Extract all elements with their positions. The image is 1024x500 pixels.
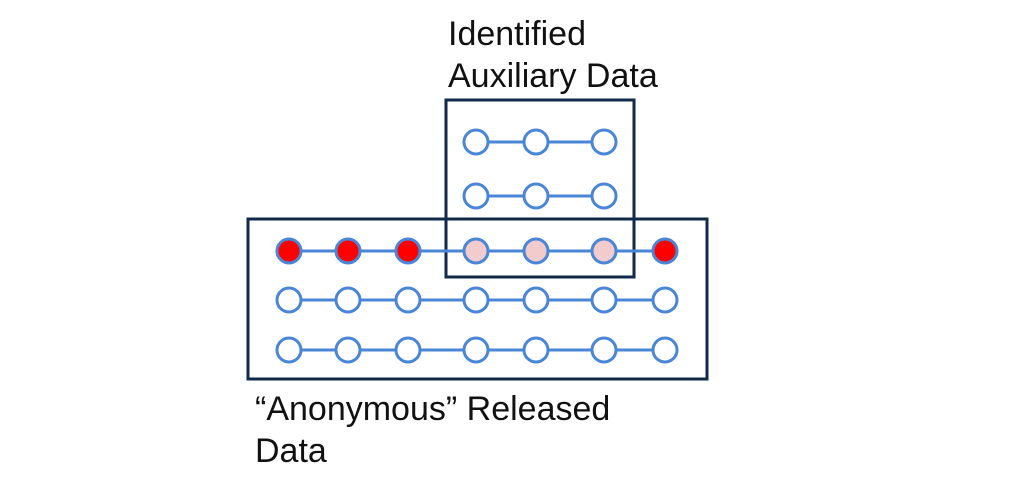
released-node-red [651, 237, 679, 265]
released-node-pink [522, 237, 550, 265]
auxiliary-node-empty [462, 182, 490, 210]
released-node-empty [522, 286, 550, 314]
released-node-empty [590, 286, 618, 314]
auxiliary-data-label-line2: Auxiliary Data [448, 57, 658, 95]
released-node-empty [462, 336, 490, 364]
released-node-red [275, 237, 303, 265]
auxiliary-node-empty [590, 128, 618, 156]
released-node-pink [462, 237, 490, 265]
released-node-empty [394, 286, 422, 314]
auxiliary-node-empty [522, 182, 550, 210]
auxiliary-data-box [444, 98, 636, 279]
released-data-label-line2: Data [255, 432, 327, 470]
auxiliary-node-empty [522, 128, 550, 156]
released-node-red [334, 237, 362, 265]
released-node-empty [275, 336, 303, 364]
released-node-empty [334, 336, 362, 364]
released-node-empty [334, 286, 362, 314]
released-node-empty [394, 336, 422, 364]
released-data-label-line1: “Anonymous” Released [255, 390, 611, 428]
nodes-layer [275, 128, 679, 364]
auxiliary-node-empty [462, 128, 490, 156]
released-node-pink [590, 237, 618, 265]
released-data-box [246, 217, 709, 381]
released-node-empty [275, 286, 303, 314]
auxiliary-data-label-line1: Identified [448, 15, 586, 53]
released-node-empty [590, 336, 618, 364]
auxiliary-node-empty [590, 182, 618, 210]
released-node-empty [462, 286, 490, 314]
released-node-empty [651, 286, 679, 314]
released-node-red [394, 237, 422, 265]
released-node-empty [522, 336, 550, 364]
released-node-empty [651, 336, 679, 364]
